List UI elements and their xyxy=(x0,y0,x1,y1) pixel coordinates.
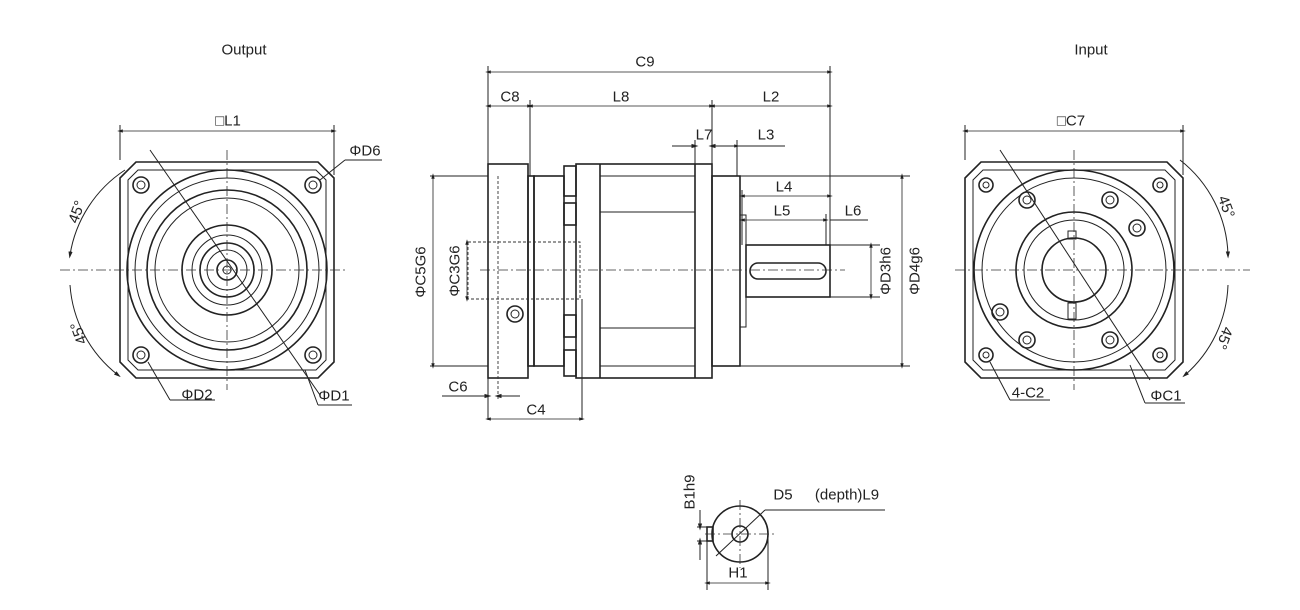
dim-c6: C6 xyxy=(448,378,468,396)
side-view xyxy=(430,66,910,421)
input-view xyxy=(955,125,1250,404)
dim-l8: L8 xyxy=(612,88,630,106)
dim-c9: C9 xyxy=(635,53,655,71)
dim-c3: ΦC3G6 xyxy=(446,245,464,297)
dim-b1: B1h9 xyxy=(681,474,699,510)
dim-d4: ΦD4g6 xyxy=(906,247,924,295)
dim-l3: L3 xyxy=(757,126,775,144)
dim-c8: C8 xyxy=(500,88,520,106)
dim-l6: L6 xyxy=(844,202,862,220)
dim-d5: D5 xyxy=(773,486,793,504)
output-d2-label: ΦD2 xyxy=(181,386,213,404)
dim-l9: (depth)L9 xyxy=(814,486,880,504)
dim-h1: H1 xyxy=(728,564,748,582)
output-view-title: Output xyxy=(221,41,267,59)
dim-l7: L7 xyxy=(695,126,713,144)
shaft-section xyxy=(697,500,885,590)
output-square-label: □L1 xyxy=(215,112,241,130)
input-c2-label: 4-C2 xyxy=(1011,384,1045,402)
dim-l4: L4 xyxy=(775,178,793,196)
dim-l2: L2 xyxy=(762,88,780,106)
bolt-holes xyxy=(132,176,322,364)
input-holes xyxy=(978,177,1168,363)
output-view xyxy=(60,125,382,406)
input-view-title: Input xyxy=(1074,41,1108,59)
input-c1-label: ΦC1 xyxy=(1150,387,1182,405)
input-square-label: □C7 xyxy=(1056,112,1086,130)
dim-c5: ΦC5G6 xyxy=(412,246,430,298)
output-d6-label: ΦD6 xyxy=(349,142,381,160)
dim-l5: L5 xyxy=(773,202,791,220)
output-d1-label: ΦD1 xyxy=(318,387,350,405)
dim-d3: ΦD3h6 xyxy=(877,247,895,295)
dim-c4: C4 xyxy=(526,401,546,419)
